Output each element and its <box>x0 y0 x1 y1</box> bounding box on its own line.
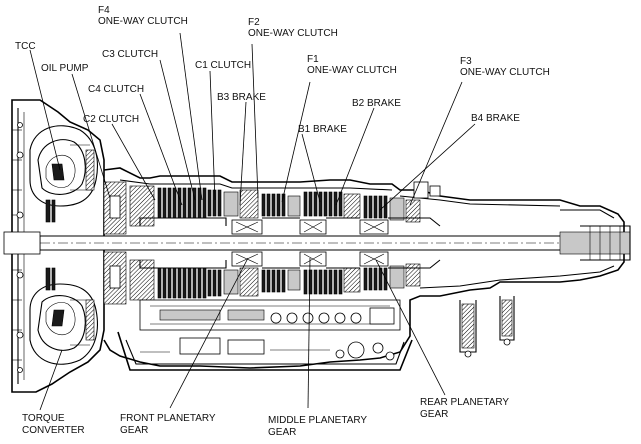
label-middle-line2: GEAR <box>268 427 296 438</box>
label-f2-line1: F2 <box>248 17 260 28</box>
main-shaft <box>3 225 631 261</box>
label-torque-line2: CONVERTER <box>22 425 85 436</box>
label-f4-line2: ONE-WAY CLUTCH <box>98 16 188 27</box>
label-front-line1: FRONT PLANETARY <box>120 413 216 424</box>
label-c1-clutch: C1 CLUTCH <box>195 60 251 71</box>
label-rear-line2: GEAR <box>420 409 448 420</box>
planetary-gears <box>139 217 441 269</box>
valve-body <box>139 299 401 331</box>
label-tcc: TCC <box>15 41 36 52</box>
clutch-packs-lower <box>129 259 421 301</box>
oil-pump <box>103 181 127 305</box>
torque-converter-upper <box>29 125 98 207</box>
label-c2-clutch: C2 CLUTCH <box>83 114 139 125</box>
label-c4-clutch: C4 CLUTCH <box>88 84 144 95</box>
label-b4-brake: B4 BRAKE <box>471 113 520 124</box>
torque-converter-lower <box>29 283 98 365</box>
transmission-drawing <box>3 99 631 393</box>
label-oil-pump: OIL PUMP <box>41 63 89 74</box>
label-b2-brake: B2 BRAKE <box>352 98 401 109</box>
label-f1-line1: F1 <box>307 54 319 65</box>
torque-converter-housing <box>11 99 105 393</box>
label-f3-line2: ONE-WAY CLUTCH <box>460 67 550 78</box>
leader-lines <box>29 32 476 411</box>
label-f2-line2: ONE-WAY CLUTCH <box>248 28 338 39</box>
label-middle-line1: MIDDLE PLANETARY <box>268 415 367 426</box>
label-b1-brake: B1 BRAKE <box>298 124 347 135</box>
label-torque-line1: TORQUE <box>22 413 65 424</box>
label-front-line2: GEAR <box>120 425 148 436</box>
label-f4-line1: F4 <box>98 5 110 16</box>
oil-pan <box>117 331 413 371</box>
label-f3-line1: F3 <box>460 56 472 67</box>
callout-labels: F4 ONE-WAY CLUTCH F2 ONE-WAY CLUTCH TCC … <box>15 5 550 438</box>
transmission-case <box>103 167 625 369</box>
label-b3-brake: B3 BRAKE <box>217 92 266 103</box>
label-rear-line1: REAR PLANETARY <box>420 397 509 408</box>
tcc-clutch <box>45 199 56 291</box>
label-f1-line2: ONE-WAY CLUTCH <box>307 65 397 76</box>
clutch-packs-upper <box>129 185 421 227</box>
label-c3-clutch: C3 CLUTCH <box>102 49 158 60</box>
